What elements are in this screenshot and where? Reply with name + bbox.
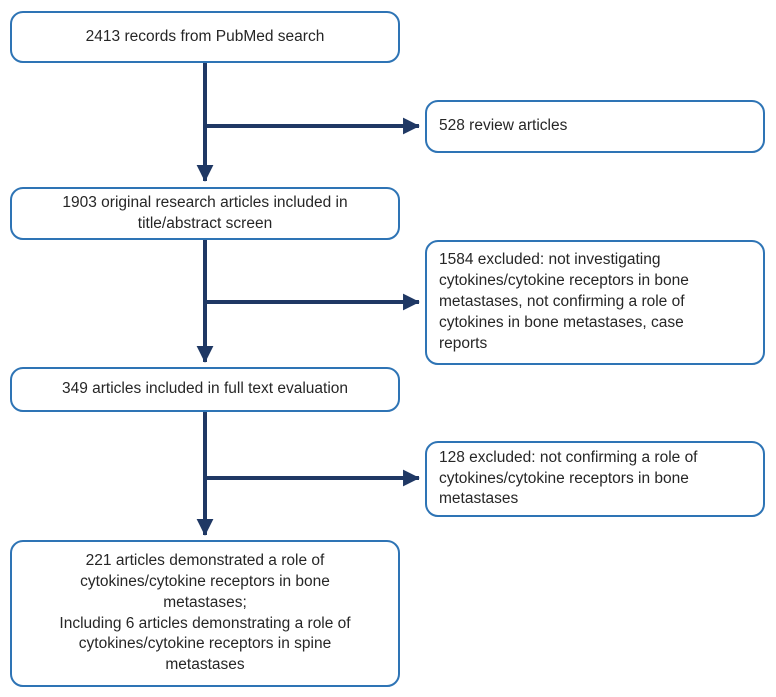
box-records-from-pubmed: 2413 records from PubMed search bbox=[10, 11, 400, 63]
box-excluded-reviews-label: 528 review articles bbox=[439, 117, 568, 135]
box-records-label: 2413 records from PubMed search bbox=[85, 27, 325, 45]
box-excluded-fulltext-label: 128 excluded: not confirming a role of c… bbox=[439, 448, 698, 508]
box-excluded-title-abstract: 1584 excluded: not investigating cytokin… bbox=[425, 240, 765, 365]
box-excluded-full-text: 128 excluded: not confirming a role of c… bbox=[425, 441, 765, 517]
box-final-included: 221 articles demonstrated a role of cyto… bbox=[10, 540, 400, 687]
box-full-text-evaluation: 349 articles included in full text evalu… bbox=[10, 367, 400, 412]
box-excluded-review-articles: 528 review articles bbox=[425, 100, 765, 153]
box-final-label: 221 articles demonstrated a role of cyto… bbox=[59, 551, 351, 674]
box-full-text-label: 349 articles included in full text evalu… bbox=[61, 380, 349, 398]
box-title-abstract-screen: 1903 original research articles included… bbox=[10, 187, 400, 240]
box-title-abstract-label: 1903 original research articles included… bbox=[62, 193, 348, 232]
box-excluded-screen-label: 1584 excluded: not investigating cytokin… bbox=[439, 251, 689, 352]
